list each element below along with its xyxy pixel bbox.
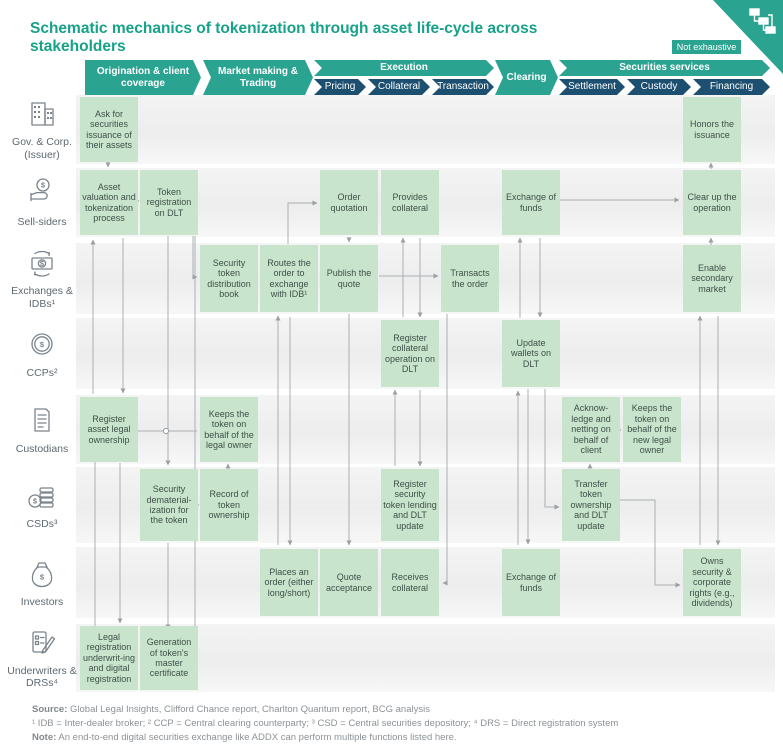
stakeholder-custodians: Custodians: [4, 393, 80, 466]
activity-box: Keeps the token on behalf of the new leg…: [623, 397, 681, 462]
note-label: Note:: [32, 731, 57, 743]
subphase-label: Settlement: [568, 81, 616, 93]
phase-label: Origination & client coverage: [96, 66, 190, 89]
stakeholder-label: CCPs²: [26, 366, 58, 379]
source-line: Source: Global Legal Insights, Clifford …: [32, 703, 762, 717]
phase-origination-client-coverage: Origination & client coverage: [85, 60, 201, 95]
not-exhaustive-badge: Not exhaustive: [672, 40, 741, 54]
activity-box: Acknow-ledge and netting on behalf of cl…: [562, 397, 620, 462]
activity-box: Asset valuation and tokenization process: [80, 170, 138, 235]
phase-clearing: Clearing: [495, 60, 558, 95]
activity-box: Places an order (either long/short): [260, 549, 318, 616]
activity-box: Security dematerial-ization for the toke…: [140, 469, 198, 541]
svg-text:$: $: [33, 496, 38, 505]
source-label: Source:: [32, 704, 68, 715]
money-bag-icon: $: [26, 557, 58, 592]
svg-text:$: $: [41, 181, 46, 190]
activity-box: Legal registration underwrit-ing and dig…: [80, 626, 138, 690]
phase-label: Securities services: [619, 62, 710, 74]
stakeholder-sell-siders: $ Sell-siders: [4, 166, 80, 239]
note-text: An end-to-end digital securities exchang…: [56, 731, 457, 743]
activity-box: Ask for securities issuance of their ass…: [80, 97, 138, 162]
svg-text:$: $: [40, 259, 45, 268]
activity-box: Transfer token ownership and DLT update: [562, 469, 620, 541]
subphase-label: Custody: [640, 81, 678, 93]
stakeholder-label: Underwriters & DRSs⁴: [7, 664, 77, 690]
stakeholder-label: CSDs³: [26, 518, 58, 530]
stakeholder-exchanges-idbs: $ Exchanges & IDBs¹: [4, 241, 80, 316]
subphase-label: Financing: [709, 81, 754, 93]
phase-label: Execution: [380, 62, 428, 74]
row-band: [76, 243, 775, 314]
stakeholder-label: Sell-siders: [17, 215, 67, 228]
activity-box: Keeps the token on behalf of the legal o…: [200, 397, 258, 462]
phase-market-making-trading: Market making & Trading: [203, 60, 313, 95]
activity-box: Security token distribution book: [200, 245, 258, 312]
phase-securities-services: Securities services: [559, 60, 770, 76]
subphase-settlement: Settlement: [559, 79, 625, 95]
subphase-financing: Financing: [693, 79, 770, 95]
flowchart-icon: [749, 8, 776, 34]
stakeholder-csds: $ CSDs³: [4, 465, 80, 545]
phase-execution: Execution: [314, 60, 494, 76]
page-title: Schematic mechanics of tokenization thro…: [30, 20, 538, 55]
activity-box: Honors the issuance: [683, 97, 741, 162]
subphase-custody: Custody: [627, 79, 691, 95]
footer: Source: Global Legal Insights, Clifford …: [32, 703, 762, 744]
activity-box: Token registration on DLT: [140, 170, 198, 235]
stakeholder-label: Gov. & Corp. (Issuer): [12, 136, 72, 161]
activity-box: Provides collateral: [381, 170, 439, 235]
money-exchange-icon: $: [26, 247, 58, 282]
activity-box: Receives collateral: [381, 549, 439, 616]
activity-box: Clear up the operation: [683, 170, 741, 235]
activity-box: Exchange of funds: [502, 170, 560, 235]
coin-hand-icon: $: [26, 177, 58, 212]
subphase-collateral: Collateral: [368, 79, 430, 95]
activity-box: Register collateral operation on DLT: [381, 320, 439, 387]
dollar-coin-icon: $: [26, 328, 58, 363]
stakeholder-ccps: $ CCPs²: [4, 316, 80, 391]
activity-box: Publish the quote: [320, 245, 378, 312]
subphase-transaction: Transaction: [432, 79, 494, 95]
subphase-label: Transaction: [437, 81, 489, 93]
coin-stack-icon: $: [26, 480, 58, 515]
activity-box: Owns security & corporate rights (e.g., …: [683, 549, 741, 616]
activity-box: Record of token ownership: [200, 469, 258, 541]
svg-text:$: $: [40, 573, 45, 582]
phase-label: Market making & Trading: [217, 66, 299, 89]
document-icon: [26, 404, 58, 439]
activity-box: Exchange of funds: [502, 549, 560, 616]
activity-box: Quote acceptance: [320, 549, 378, 616]
stakeholder-label: Exchanges & IDBs¹: [11, 285, 73, 310]
note-line: Note: An end-to-end digital securities e…: [32, 731, 762, 745]
clipboard-pen-icon: [26, 626, 58, 661]
activity-box: Update wallets on DLT: [502, 320, 560, 387]
stakeholder-investors: $ Investors: [4, 545, 80, 620]
activity-box: Generation of token's master certificate: [140, 626, 198, 690]
subphase-pricing: Pricing: [314, 79, 366, 95]
activity-box: Order quotation: [320, 170, 378, 235]
stakeholder-gov-corp-issuer: Gov. & Corp. (Issuer): [4, 93, 80, 166]
phase-header: Origination & client coverage Market maki…: [85, 60, 775, 95]
svg-text:$: $: [40, 340, 45, 349]
subphase-label: Pricing: [324, 81, 356, 93]
phase-label: Clearing: [506, 71, 547, 83]
stakeholder-underwriters-drss: Underwriters & DRSs⁴: [4, 622, 80, 694]
stakeholder-label: Custodians: [15, 442, 69, 455]
stakeholder-label: Investors: [20, 595, 64, 608]
subphase-label: Collateral: [377, 81, 421, 93]
source-text: Global Legal Insights, Clifford Chance r…: [67, 704, 430, 715]
government-building-icon: [26, 98, 58, 133]
activity-box: Register asset legal ownership: [80, 397, 138, 462]
activity-box: Register security token lending and DLT …: [381, 469, 439, 541]
row-band: [76, 95, 775, 164]
activity-box: Enable secondary market: [683, 245, 741, 312]
activity-box: Routes the order to exchange with IDB¹: [260, 245, 318, 312]
footnotes-line: ¹ IDB = Inter-dealer broker; ² CCP = Cen…: [32, 717, 619, 729]
activity-box: Transacts the order: [441, 245, 499, 312]
